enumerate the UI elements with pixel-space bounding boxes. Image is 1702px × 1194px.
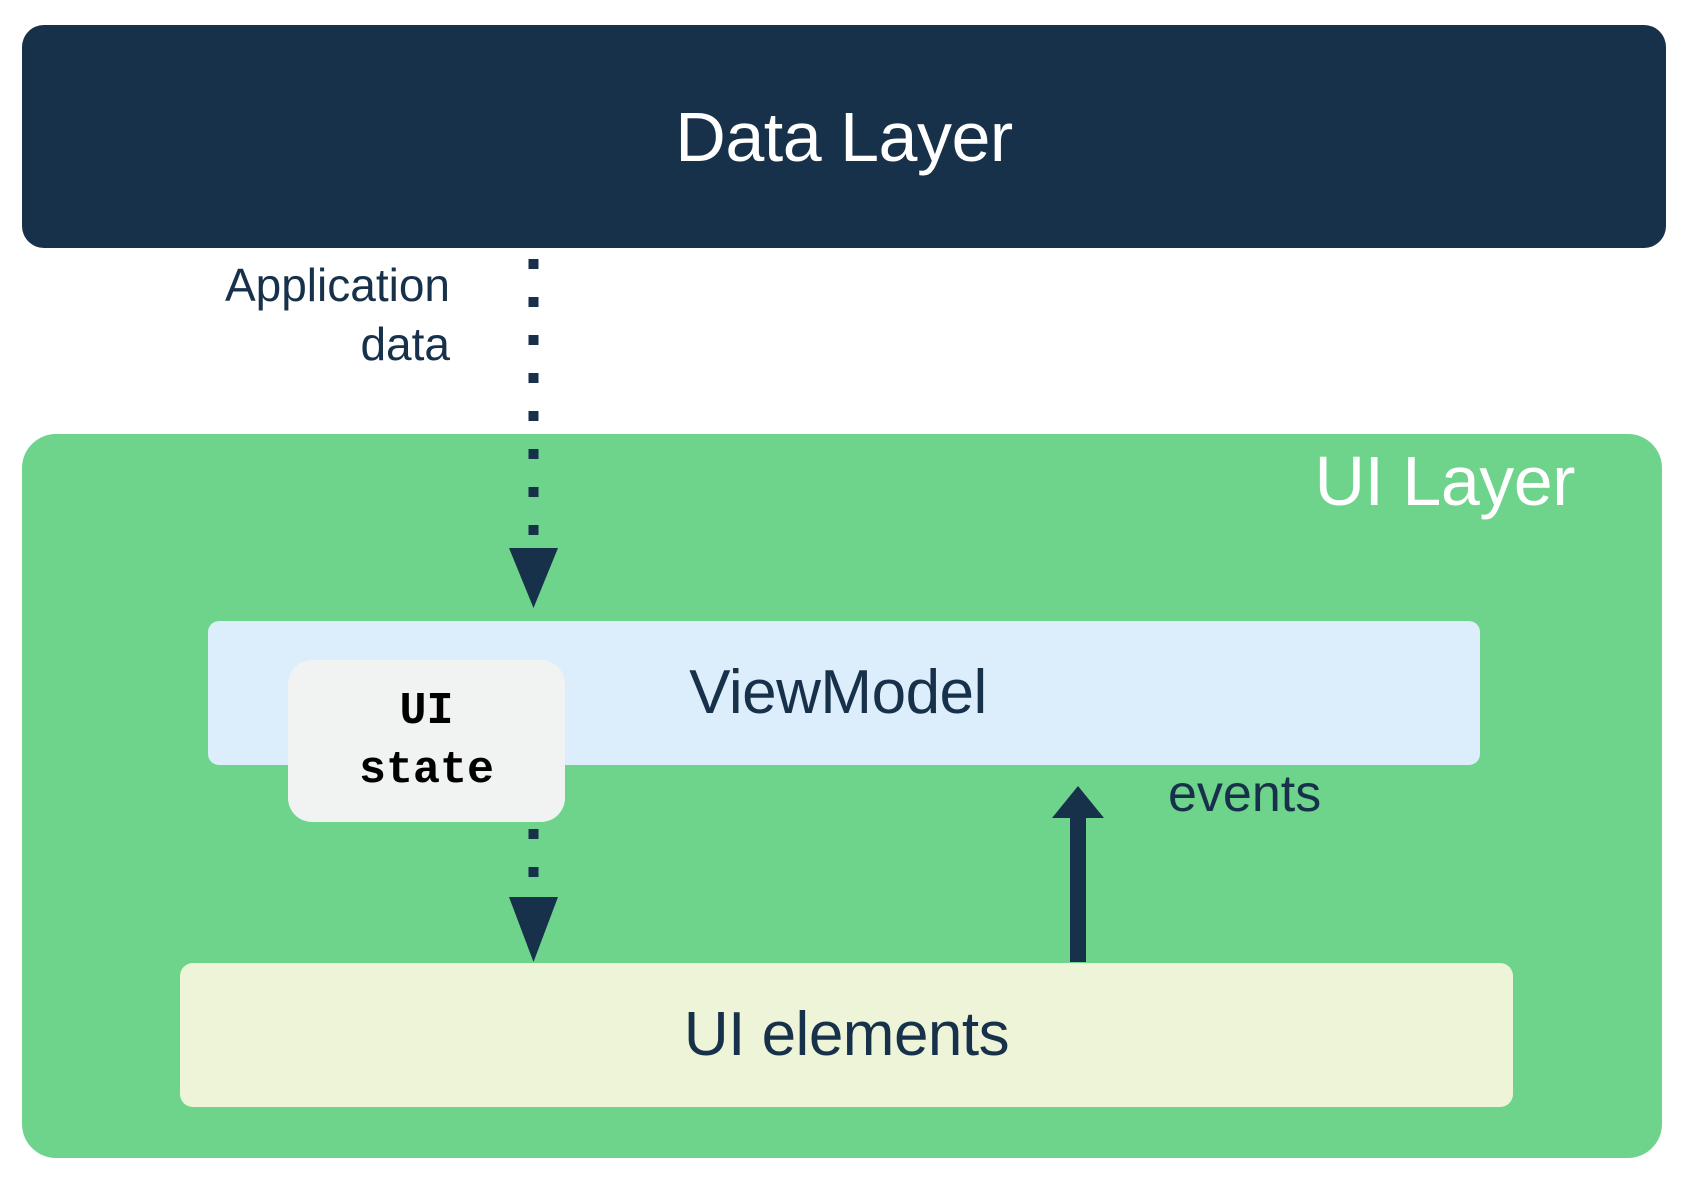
ui-layer-title: UI Layer: [1314, 442, 1575, 520]
events-label: events: [1168, 765, 1322, 823]
ui-elements-box: UI elements: [180, 963, 1513, 1107]
ui-state-chip: UI state: [288, 660, 565, 822]
viewmodel-label: ViewModel: [689, 658, 987, 727]
data-layer-box: Data Layer: [22, 25, 1666, 248]
data-layer-title: Data Layer: [675, 97, 1013, 176]
ui-elements-label: UI elements: [683, 1000, 1010, 1069]
application-data-label: Application data: [224, 259, 450, 370]
